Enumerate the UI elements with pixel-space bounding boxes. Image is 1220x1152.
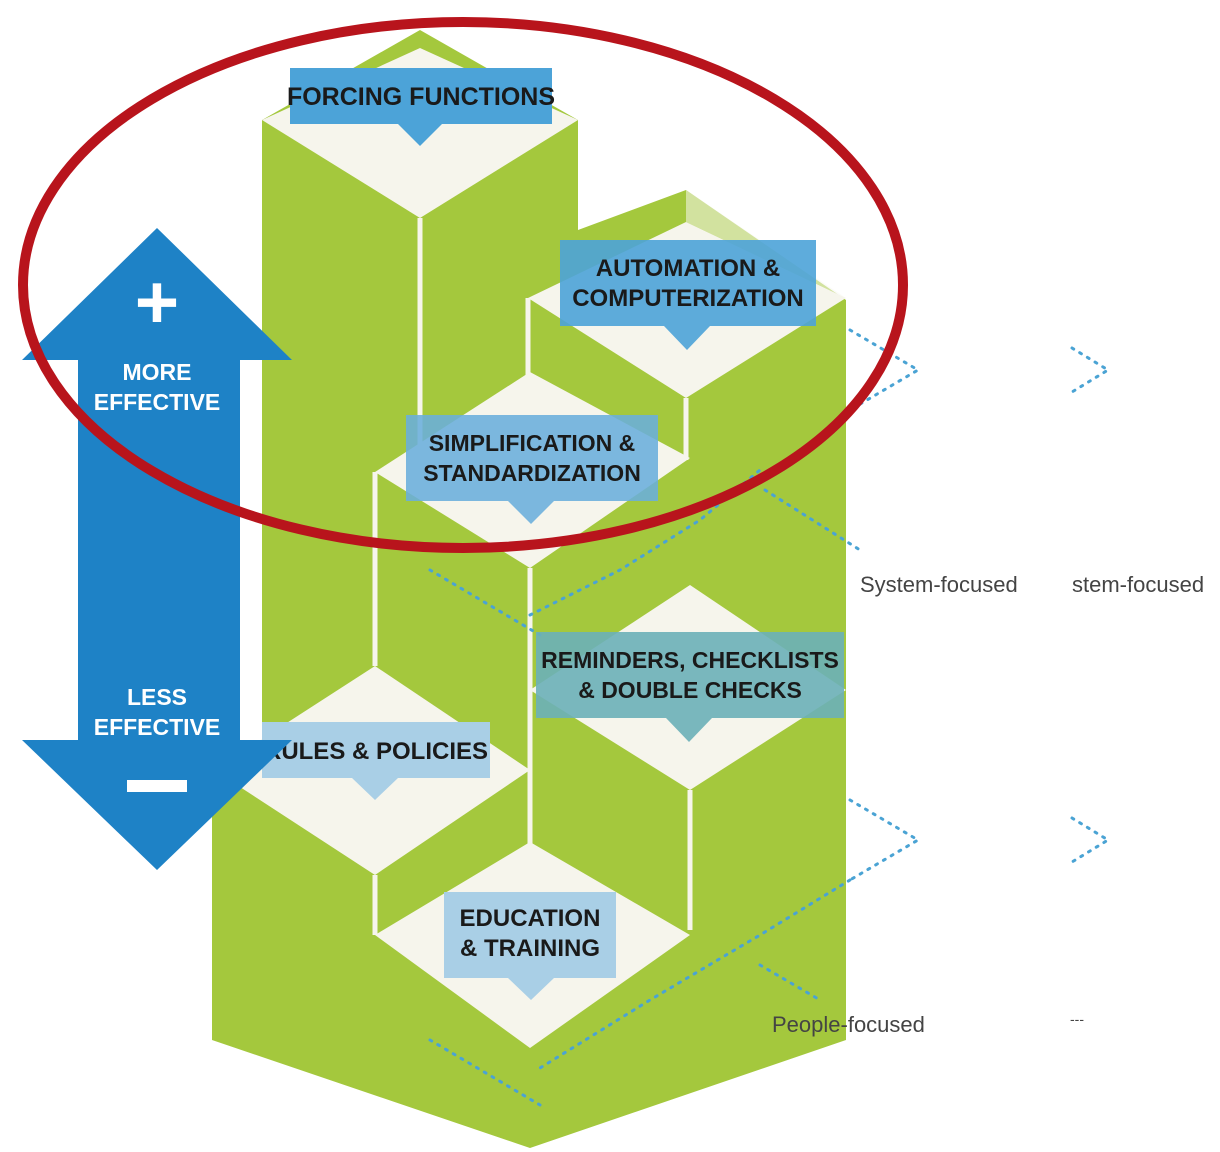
level-label-simplification: SIMPLIFICATION & STANDARDIZATION [406, 415, 658, 524]
more-effective-line1: MORE [123, 359, 192, 385]
minus-symbol [127, 780, 187, 792]
level-label-line1: SIMPLIFICATION & [429, 430, 636, 456]
people-focused-label-clipped: --- [1070, 1011, 1084, 1027]
effectiveness-arrow: + MORE EFFECTIVE LESS EFFECTIVE [22, 228, 292, 870]
level-label-line2: COMPUTERIZATION [572, 285, 804, 312]
less-effective-line2: EFFECTIVE [94, 714, 221, 740]
level-label-reminders: REMINDERS, CHECKLISTS & DOUBLE CHECKS [536, 632, 844, 742]
level-label-text: RULES & POLICIES [264, 738, 488, 765]
more-effective-line2: EFFECTIVE [94, 389, 221, 415]
highlight-ellipse [18, 17, 908, 553]
level-label-automation: AUTOMATION & COMPUTERIZATION [560, 240, 816, 350]
level-label-line1: AUTOMATION & [596, 255, 780, 282]
system-focused-label-clipped: stem-focused [1072, 572, 1204, 597]
level-label-text: FORCING FUNCTIONS [287, 83, 555, 111]
system-focused-label: System-focused [860, 572, 1018, 597]
level-label-rules: RULES & POLICIES [262, 722, 490, 800]
level-label-line2: & TRAINING [460, 935, 600, 962]
level-label-line1: EDUCATION [460, 905, 601, 932]
level-label-education: EDUCATION & TRAINING [444, 892, 616, 1000]
level-label-line2: STANDARDIZATION [423, 460, 641, 486]
level-label-forcing-functions: FORCING FUNCTIONS [287, 68, 555, 146]
level-label-line2: & DOUBLE CHECKS [578, 677, 802, 703]
people-focused-label: People-focused [772, 1012, 925, 1037]
plus-symbol: + [135, 260, 179, 345]
less-effective-line1: LESS [127, 684, 187, 710]
level-label-line1: REMINDERS, CHECKLISTS [541, 647, 839, 673]
